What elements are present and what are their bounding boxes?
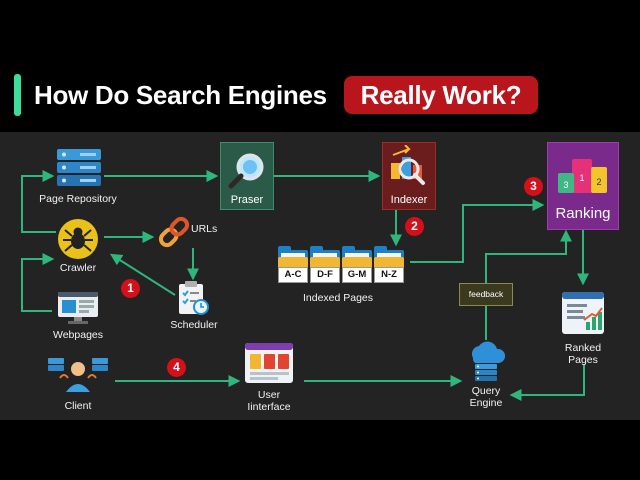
arrow-webpages-to-crawler bbox=[21, 253, 55, 312]
indexer-icon bbox=[391, 145, 425, 185]
ranked-pages-label: Ranked Pages bbox=[564, 342, 602, 366]
svg-text:2: 2 bbox=[596, 177, 601, 187]
page-title: How Do Search Engines bbox=[34, 80, 327, 110]
arrow-scheduler-to-crawler bbox=[109, 253, 176, 296]
webpages-node bbox=[57, 291, 99, 325]
client-users-icon bbox=[48, 358, 108, 392]
arrow-folders-to-ranking bbox=[410, 199, 545, 263]
ranked-pages-node bbox=[560, 290, 606, 336]
spider-icon bbox=[58, 219, 98, 259]
folder-label: A-C bbox=[278, 267, 308, 283]
crawler-label: Crawler bbox=[59, 262, 97, 274]
clipboard-clock-icon bbox=[179, 281, 209, 315]
praser-label: Praser bbox=[230, 194, 264, 206]
folder-label: D-F bbox=[310, 267, 340, 283]
header: How Do Search Engines Really Work? bbox=[0, 0, 640, 132]
ui-window-icon bbox=[245, 343, 293, 383]
title-accent-bar bbox=[14, 74, 21, 116]
crawler-node bbox=[57, 218, 99, 260]
svg-text:1: 1 bbox=[579, 173, 584, 183]
feedback-box: feedback bbox=[459, 283, 513, 306]
step-2-badge: 2 bbox=[405, 217, 424, 236]
user-interface-node bbox=[244, 342, 294, 384]
report-chart-icon bbox=[562, 292, 604, 334]
ranking-box: 1 2 3 Ranking bbox=[547, 142, 619, 230]
praser-box: Praser bbox=[220, 142, 274, 210]
arrow-feedback-to-ranking bbox=[485, 229, 572, 283]
ranking-label: Ranking bbox=[555, 205, 611, 222]
user-interface-label: User Iinterface bbox=[247, 389, 291, 413]
cloud-server-icon bbox=[471, 341, 506, 381]
urls-node bbox=[156, 214, 192, 250]
monitor-icon bbox=[58, 292, 98, 324]
client-node bbox=[46, 354, 110, 396]
query-engine-node bbox=[465, 340, 507, 384]
step-1-badge: 1 bbox=[121, 279, 140, 298]
folder-label: G-M bbox=[342, 267, 372, 283]
step-3-badge: 3 bbox=[524, 177, 543, 196]
svg-text:3: 3 bbox=[563, 180, 568, 190]
link-chain-icon bbox=[158, 216, 190, 248]
footer bbox=[0, 420, 640, 480]
arrow-crawler-to-repo bbox=[21, 170, 56, 233]
folder-label: N-Z bbox=[374, 267, 404, 283]
server-stack-icon bbox=[57, 149, 101, 186]
client-label: Client bbox=[64, 400, 92, 412]
title-highlight: Really Work? bbox=[344, 76, 538, 114]
webpages-label: Webpages bbox=[52, 329, 103, 341]
magnifier-icon bbox=[228, 153, 264, 189]
scheduler-node bbox=[177, 281, 211, 317]
indexer-label: Indexer bbox=[390, 194, 428, 206]
scheduler-label: Scheduler bbox=[170, 319, 218, 331]
indexer-box: Indexer bbox=[382, 142, 436, 210]
step-4-badge: 4 bbox=[167, 358, 186, 377]
podium-icon: 1 2 3 bbox=[558, 159, 607, 193]
page-repository-node bbox=[56, 148, 102, 188]
urls-label: URLs bbox=[191, 223, 218, 235]
page-repository-label: Page Repository bbox=[39, 193, 117, 205]
indexed-pages-label: Indexed Pages bbox=[302, 292, 374, 304]
query-engine-label: Query Engine bbox=[469, 385, 503, 409]
arrow-rankedpages-to-query bbox=[509, 364, 585, 401]
